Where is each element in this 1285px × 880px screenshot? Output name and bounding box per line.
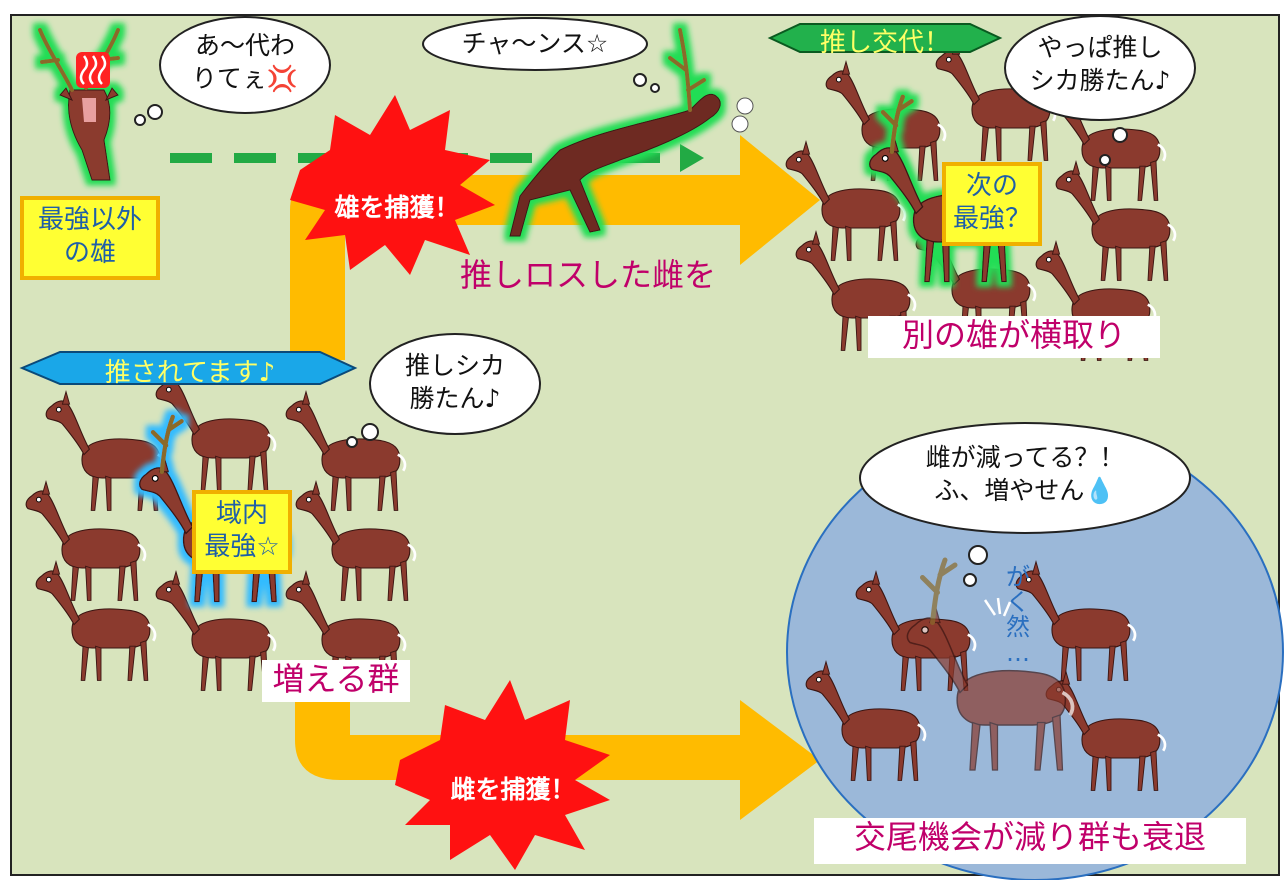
- cloud-want-replace: あ〜代わ りてぇ💢: [191, 31, 299, 93]
- oshi-change-text: 推し交代！: [819, 28, 950, 58]
- non-strongest-male-box: 最強以外 の雄: [20, 196, 160, 280]
- hot-spring-icon: [76, 52, 110, 88]
- shock-label-text: がく然…: [1006, 563, 1030, 667]
- being-oshi-text: 推されてます♪: [104, 358, 276, 388]
- cloud-females-decreasing: 雌が減ってる？！ ふ、増やせん💧: [925, 443, 1125, 505]
- tag-being-oshi: [19, 351, 358, 385]
- local-strongest-box: 域内 最強☆: [192, 490, 292, 574]
- title-strip: [40, 0, 1240, 10]
- growing-herd-label: 増える群: [262, 660, 410, 702]
- capture-male-text: 雄を捕獲！: [334, 193, 460, 222]
- running-stag: [509, 28, 721, 237]
- next-strongest-label: 次の 最強？: [952, 171, 1031, 234]
- burst-capture-female: [395, 680, 610, 870]
- capture-female-text: 雌を捕獲！: [450, 775, 576, 804]
- decline-label: 交尾機会が減り群も衰退: [814, 818, 1246, 864]
- other-male-takes-label: 別の雄が横取り: [868, 316, 1160, 358]
- frustrated-stag: [38, 28, 120, 181]
- burst-capture-male: [290, 95, 495, 275]
- cloud-still-oshi: やっぱ推し シカ勝たん♪: [1029, 33, 1171, 95]
- cotton-flowers-icon: [731, 97, 754, 133]
- steal-female-label: 推しロスした雌を: [460, 256, 717, 294]
- local-strongest-label: 域内 最強☆: [204, 499, 280, 562]
- cloud-chance: チャ〜ンス☆: [461, 29, 609, 58]
- shock-lines-icon: [983, 597, 1012, 617]
- clouds: [134, 15, 1196, 587]
- shock-label: がく然…: [1004, 563, 1032, 667]
- next-strongest-box: 次の 最強？: [942, 162, 1042, 246]
- tag-oshi-change: [767, 23, 1003, 53]
- non-strongest-male-label: 最強以外 の雄: [37, 205, 142, 268]
- cloud-oshi-shika: 推しシカ 勝たん♪: [404, 351, 505, 413]
